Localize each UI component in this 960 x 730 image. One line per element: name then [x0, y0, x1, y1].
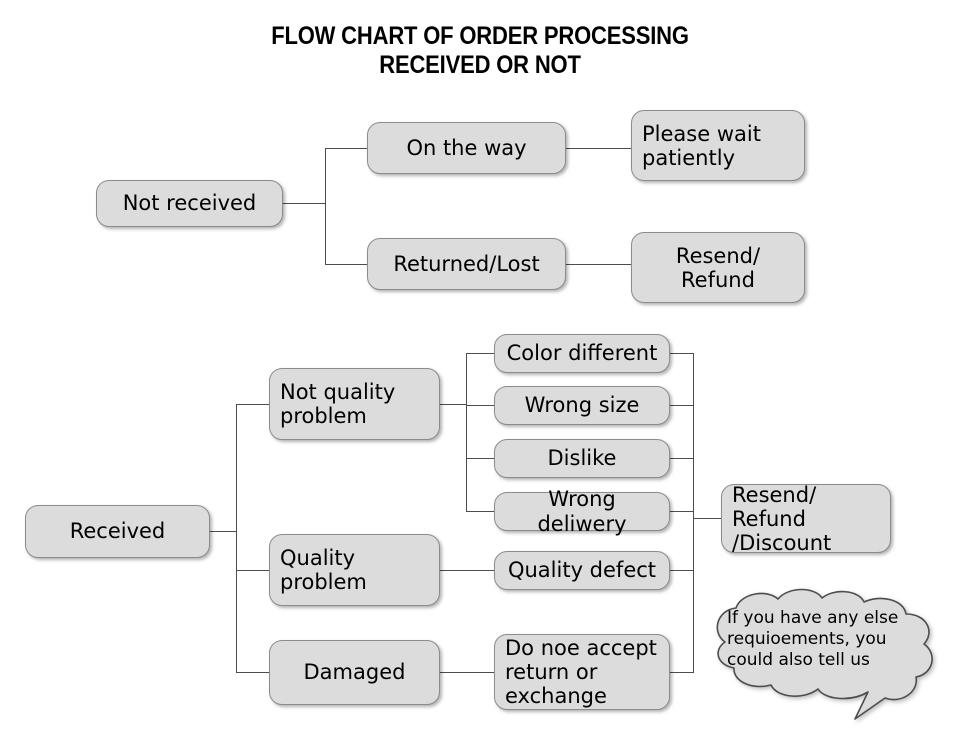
- connector-to-on-the-way: [325, 148, 367, 149]
- connector-to-dislike: [466, 458, 494, 459]
- page-title: FLOW CHART OF ORDER PROCESSING RECEIVED …: [271, 22, 689, 79]
- node-wrong-size[interactable]: Wrong size: [494, 386, 670, 425]
- connector-received-spine: [236, 404, 237, 672]
- connector-wrong-deliwery-to-spine: [669, 511, 694, 512]
- node-resend-refund[interactable]: Resend/ Refund: [631, 232, 805, 303]
- connector-outcome-spine: [693, 353, 694, 672]
- connector-not-quality-problem-stub: [440, 404, 467, 405]
- connector-to-not-quality-problem: [236, 404, 269, 405]
- connector-damaged-to-policy: [440, 672, 494, 673]
- node-received[interactable]: Received: [25, 505, 210, 558]
- connector-color-different-to-spine: [669, 353, 694, 354]
- node-not-quality-problem[interactable]: Not quality problem: [269, 368, 440, 440]
- connector-to-wrong-deliwery: [466, 511, 494, 512]
- connector-not-received-spine: [325, 148, 326, 265]
- node-color-different[interactable]: Color different: [494, 334, 670, 373]
- node-do-not-accept-return-or-exchange[interactable]: Do noe accept return or exchange: [494, 634, 670, 710]
- connector-dislike-to-spine: [669, 458, 694, 459]
- node-not-received[interactable]: Not received: [96, 180, 283, 227]
- connector-quality-problem-to-defect: [440, 570, 494, 571]
- connector-to-color-different: [466, 353, 494, 354]
- connector-quality-defect-to-spine: [669, 570, 694, 571]
- connector-policy-to-spine: [669, 672, 694, 673]
- connector-to-wrong-size: [466, 405, 494, 406]
- connector-returned-lost-to-outcome: [566, 264, 631, 265]
- node-damaged[interactable]: Damaged: [269, 640, 440, 705]
- callout-bubble-shape: [716, 588, 933, 720]
- node-resend-refund-discount[interactable]: Resend/ Refund /Discount: [721, 483, 891, 555]
- connector-to-returned-lost: [325, 264, 367, 265]
- connector-spine-to-final-outcome: [693, 518, 721, 519]
- node-on-the-way[interactable]: On the way: [367, 122, 566, 174]
- connector-on-the-way-to-outcome: [566, 148, 631, 149]
- connector-not-received-stub: [283, 203, 326, 204]
- node-quality-problem[interactable]: Quality problem: [269, 534, 440, 606]
- connector-received-stub: [210, 531, 237, 532]
- node-quality-defect[interactable]: Quality defect: [494, 551, 670, 590]
- node-please-wait-patiently[interactable]: Please wait patiently: [631, 110, 805, 181]
- connector-to-damaged: [236, 672, 269, 673]
- callout-bubble[interactable]: If you have any else requioements, you c…: [705, 588, 950, 723]
- node-dislike[interactable]: Dislike: [494, 439, 670, 478]
- connector-wrong-size-to-spine: [669, 405, 694, 406]
- node-wrong-deliwery[interactable]: Wrong deliwery: [494, 487, 670, 536]
- callout-bubble-text: If you have any else requioements, you c…: [727, 608, 899, 670]
- connector-to-quality-problem: [236, 570, 269, 571]
- node-returned-lost[interactable]: Returned/Lost: [367, 238, 566, 290]
- connector-reasons-spine: [466, 353, 467, 511]
